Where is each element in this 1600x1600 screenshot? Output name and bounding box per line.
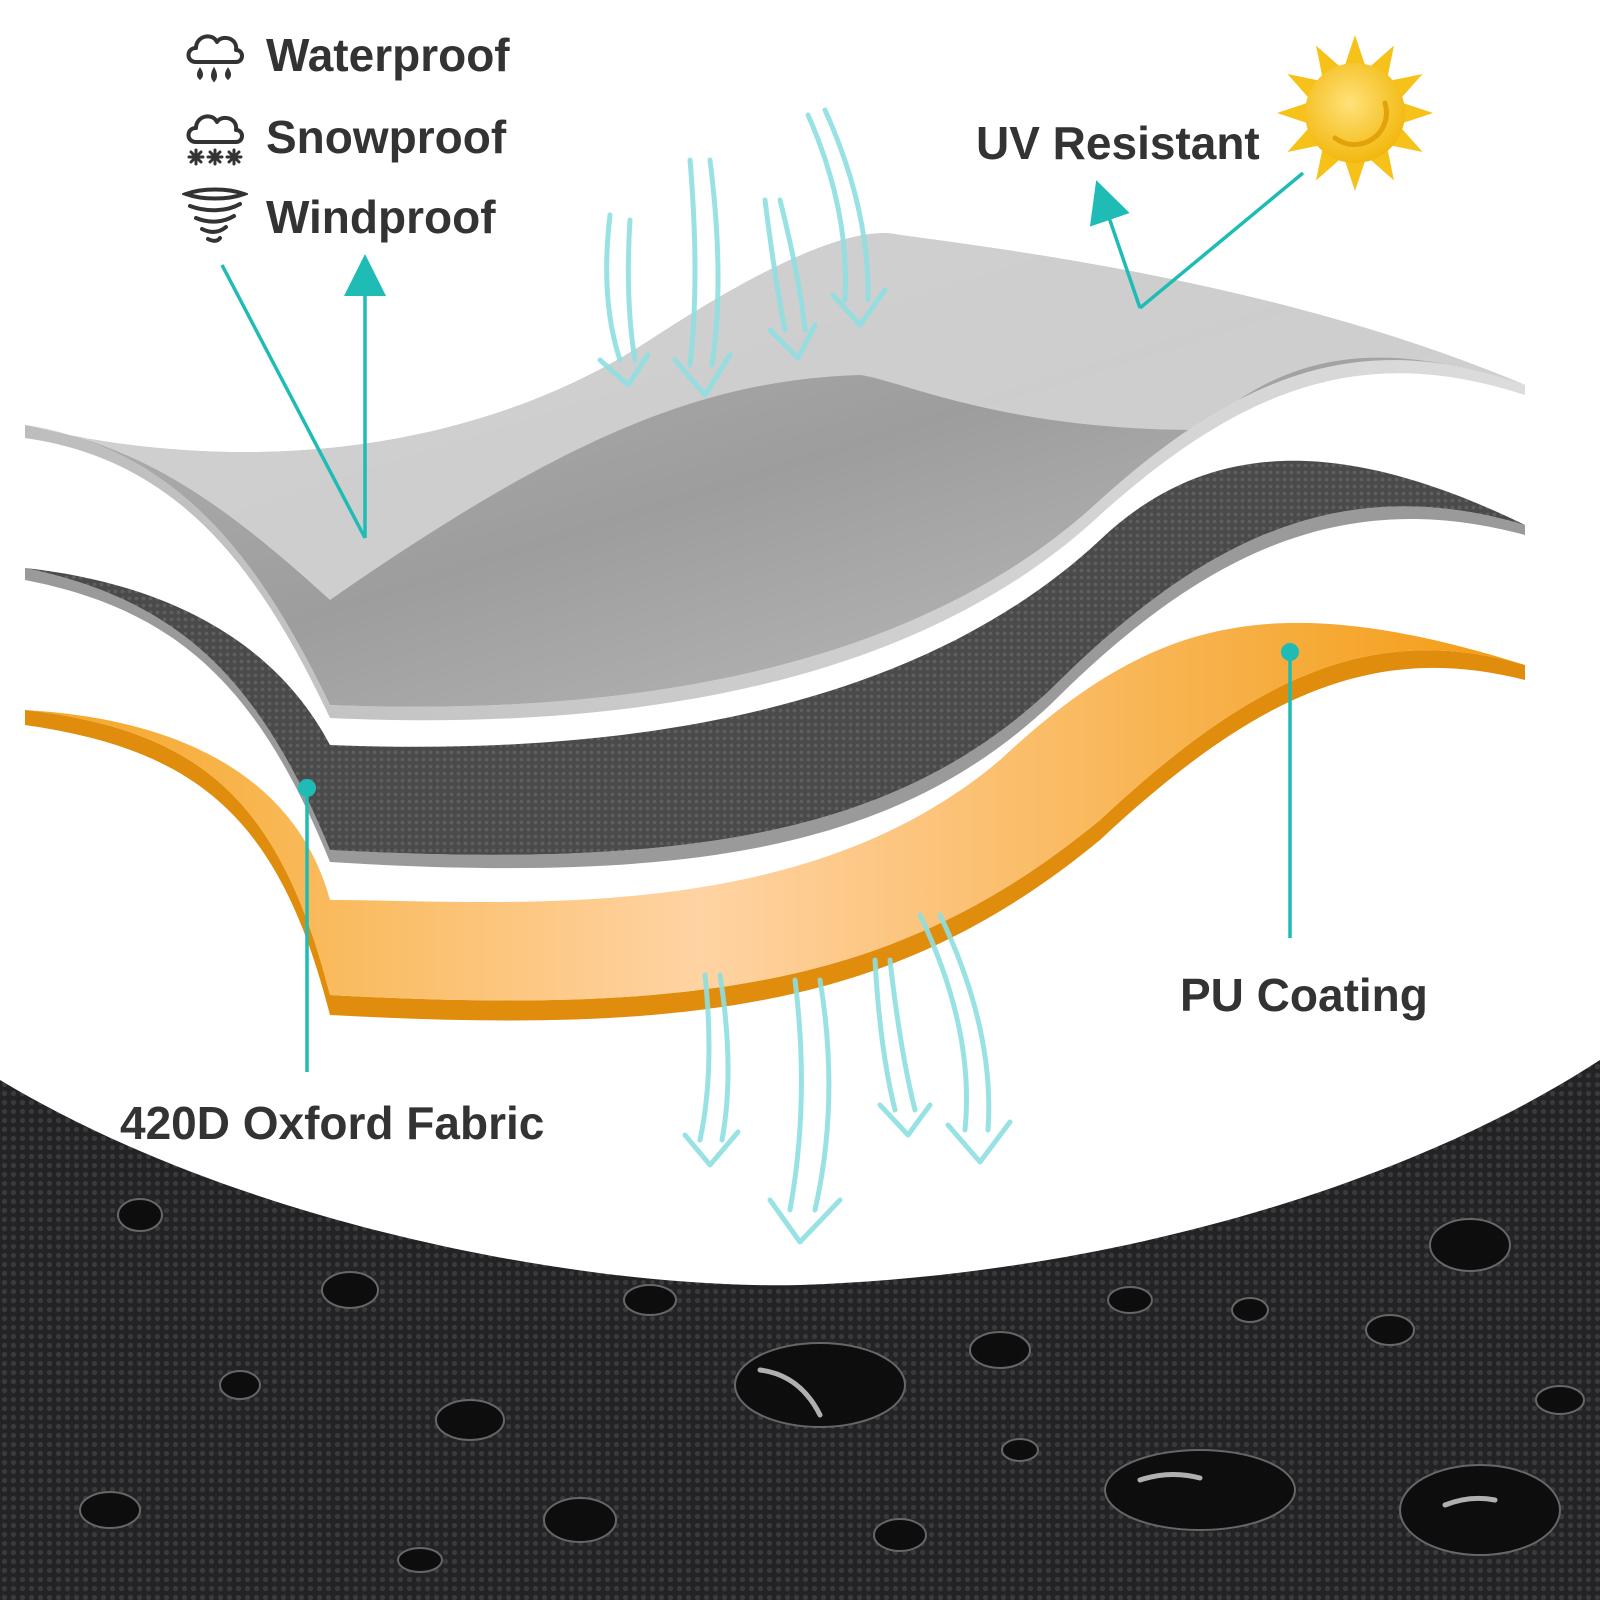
silver-coating-layer [25, 233, 1525, 721]
feature-label: Windproof [266, 191, 496, 243]
feature-snowproof: Snowproof [182, 104, 506, 170]
tornado-icon [182, 187, 248, 243]
feature-label: Snowproof [266, 111, 507, 163]
uv-resistant-label: UV Resistant [976, 117, 1260, 169]
feature-waterproof: Waterproof [182, 22, 510, 88]
feature-label: Waterproof [266, 29, 510, 81]
pu-coating-label: PU Coating [1180, 969, 1428, 1021]
callout-lines [220, 171, 1305, 1072]
callout-dots [298, 643, 1299, 797]
sun-icon [1277, 35, 1433, 191]
feature-windproof: Windproof [182, 184, 496, 250]
snow-cloud-icon [186, 114, 244, 166]
airflow-arrows [597, 107, 1013, 1245]
pu-coating-layer [25, 622, 1525, 1021]
oxford-fabric-label: 420D Oxford Fabric [120, 1097, 545, 1149]
fabric-closeup [0, 1060, 1600, 1600]
oxford-fabric-layer [25, 460, 1525, 869]
rain-cloud-icon [186, 34, 244, 83]
